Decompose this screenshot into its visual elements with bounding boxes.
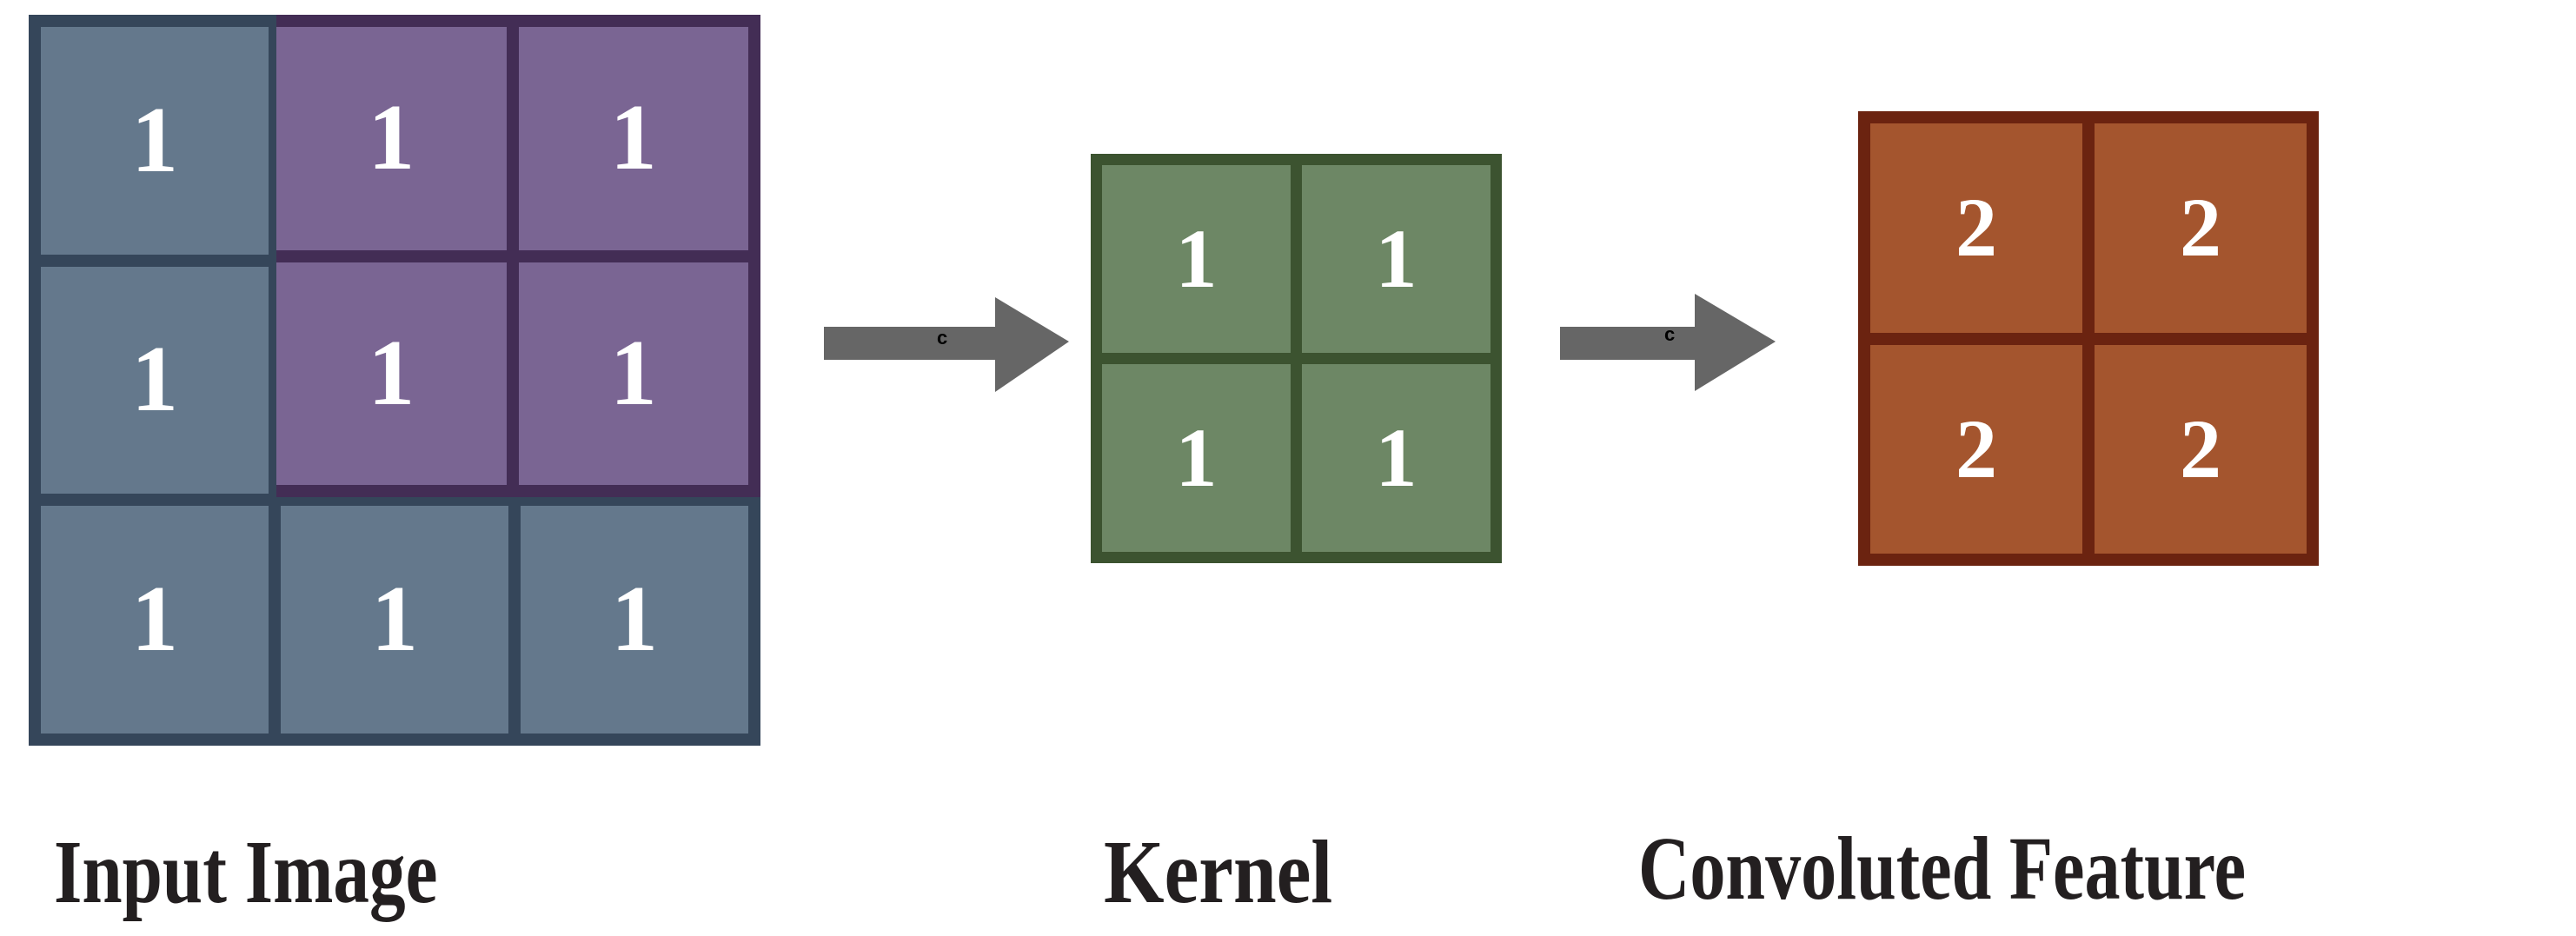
kernel-cell-r1c1: 1 — [1302, 364, 1490, 552]
arrow-input-to-kernel-icon — [817, 287, 1104, 400]
kernel-cell-r1c0: 1 — [1102, 364, 1291, 552]
window-cell-r0c1: 1 — [518, 27, 748, 250]
input-cell-r2c0: 1 — [41, 506, 269, 734]
kernel-caption: Kernel — [1104, 822, 1333, 922]
kernel-grid: 1 1 1 1 — [1091, 154, 1502, 563]
receptive-field-highlight: 1 1 1 1 — [276, 15, 760, 497]
convoluted-feature-grid: 2 2 2 2 — [1858, 111, 2319, 566]
window-cell-r1c0: 1 — [276, 262, 507, 485]
input-cell-r1c0: 1 — [41, 266, 269, 495]
window-cell-r0c0: 1 — [276, 27, 507, 250]
window-cell-r1c1: 1 — [518, 262, 748, 485]
input-cell-r2c1: 1 — [281, 506, 508, 734]
input-image-caption: Input Image — [54, 822, 438, 922]
convoluted-feature-caption: Convoluted Feature — [1638, 819, 2247, 919]
feature-cell-r1c1: 2 — [2095, 344, 2307, 554]
arrow-kernel-to-feature-icon — [1560, 287, 1795, 400]
feature-cell-r1c0: 2 — [1870, 344, 2082, 554]
kernel-cell-r0c1: 1 — [1302, 165, 1490, 353]
input-cell-r0c0: 1 — [41, 27, 269, 255]
input-cell-r2c2: 1 — [521, 506, 748, 734]
feature-cell-r0c1: 2 — [2095, 123, 2307, 333]
feature-cell-r0c0: 2 — [1870, 123, 2082, 333]
arrow-kernel-to-feature-glyph: c — [1664, 323, 1676, 345]
kernel-cell-r0c0: 1 — [1102, 165, 1291, 353]
arrow-input-to-kernel-glyph: c — [937, 327, 948, 349]
